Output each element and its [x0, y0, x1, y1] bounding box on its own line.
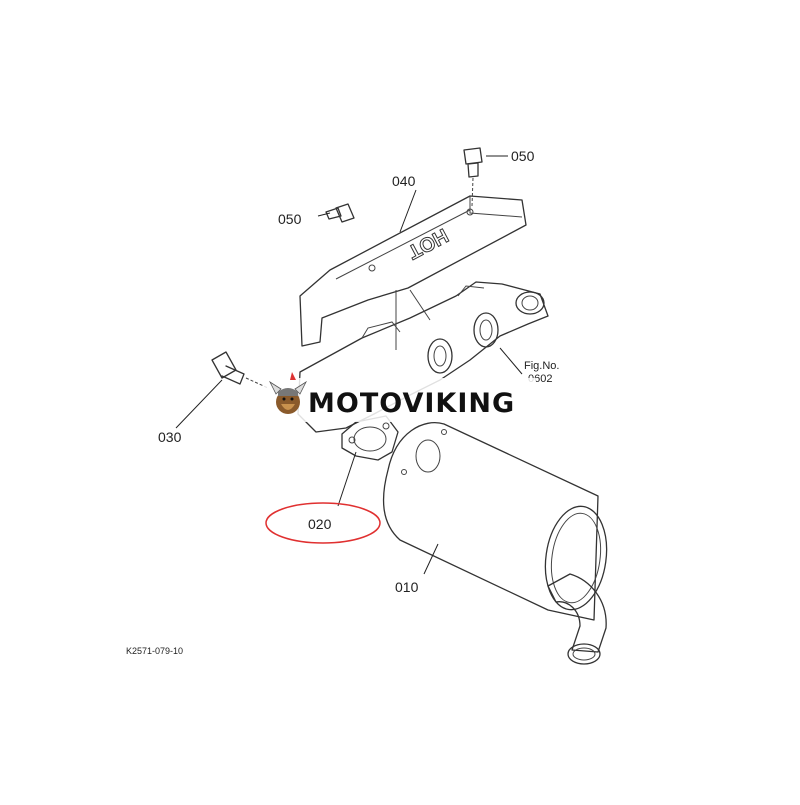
drawing-code: K2571-079-10: [126, 646, 183, 656]
callout-050-left: 050: [278, 211, 302, 227]
watermark-brand: MOTOVIKING: [308, 388, 515, 419]
viking-logo-icon: [268, 372, 308, 414]
callout-020: 020: [308, 516, 332, 532]
stud-030: [211, 351, 269, 389]
callout-labels: 050 040 050 030 020 010 Fig.No. 0602: [158, 148, 559, 595]
muffler-010: [382, 422, 608, 665]
callout-050-top: 050: [511, 148, 535, 164]
callout-030: 030: [158, 429, 182, 445]
gasket-020: [341, 415, 399, 461]
watermark: MOTOVIKING: [264, 372, 536, 422]
watermark-band: [264, 378, 536, 422]
exhaust-manifold: [297, 281, 549, 433]
hot-warning-text: HOT: [404, 224, 452, 263]
leader-lines: [175, 155, 523, 575]
figure-ref-label: Fig.No.: [524, 360, 559, 372]
highlight-ellipse: [265, 502, 381, 544]
bolt-050-top: [463, 147, 483, 207]
heat-shield: HOT: [299, 195, 527, 347]
callout-010: 010: [395, 579, 419, 595]
bolt-050-left: [325, 203, 355, 223]
callout-040: 040: [392, 173, 416, 189]
